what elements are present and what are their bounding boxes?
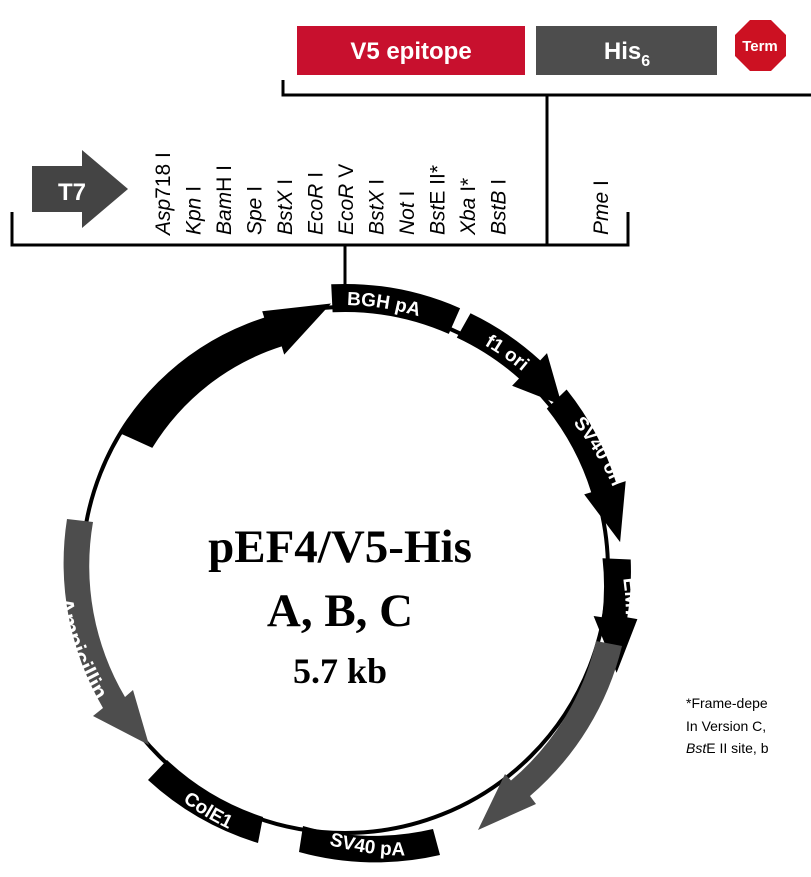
sv40-pa-block xyxy=(299,826,440,863)
restriction-enzyme-suffix: I xyxy=(366,179,389,191)
v5-epitope-box xyxy=(297,26,525,75)
plasmid-name: pEF4/V5-His xyxy=(208,521,472,573)
his6-box xyxy=(536,26,717,75)
restriction-site-label: Xba I* xyxy=(457,178,480,236)
restriction-site-label: BamH I xyxy=(213,165,236,235)
restriction-enzyme-suffix: V xyxy=(335,164,358,184)
t7-label: T7 xyxy=(58,179,86,206)
restriction-enzyme-suffix: I xyxy=(396,191,419,203)
tag-bracket-line xyxy=(281,80,811,97)
zeocin-resistance-arrow xyxy=(478,641,622,830)
ampicillin-resistance-arrow xyxy=(63,519,149,745)
restriction-site-label: Kpn I xyxy=(183,186,206,235)
mcs-bracket-line xyxy=(10,212,630,247)
c-terminal-tags: V5 epitope His6 Term xyxy=(281,20,811,244)
pef1a-promoter-arrow xyxy=(119,303,332,448)
f1-ori-arrow xyxy=(456,313,562,406)
t7-promoter-arrow xyxy=(32,150,128,228)
em7-promoter-arrow xyxy=(593,558,638,673)
restriction-enzyme-italic: Bst xyxy=(427,203,450,235)
pme-site-label: Pme I xyxy=(590,180,613,235)
restriction-site-label: EcoR I xyxy=(305,172,328,235)
restriction-enzyme-suffix: I xyxy=(244,186,267,198)
restriction-enzyme-suffix: E II* xyxy=(427,165,450,205)
footnote-line-3: BstE II site, b xyxy=(686,740,769,756)
restriction-enzyme-suffix: H I xyxy=(213,165,236,192)
plasmid-versions: A, B, C xyxy=(267,585,413,637)
restriction-enzyme-italic: BstB xyxy=(488,191,511,235)
restriction-enzyme-suffix: I xyxy=(274,179,297,191)
footnote-line-1: *Frame-depe xyxy=(686,695,768,711)
term-label: Term xyxy=(742,38,778,55)
his6-label: His6 xyxy=(604,38,650,70)
restriction-enzyme-suffix: I* xyxy=(457,178,480,198)
restriction-enzyme-italic: Kpn xyxy=(183,198,206,235)
footnote-line-2: In Version C, xyxy=(686,718,766,734)
restriction-enzyme-italic: EcoR xyxy=(305,184,328,235)
restriction-site-label: Not I xyxy=(396,191,419,235)
restriction-enzyme-italic: EcoR xyxy=(335,184,358,235)
cole1-origin-block xyxy=(148,760,263,843)
bgh-pa-block xyxy=(331,283,461,334)
restriction-enzyme-italic: BstX xyxy=(366,190,389,235)
sv40-ori-arrow xyxy=(546,389,626,543)
restriction-enzyme-italic: Spe xyxy=(244,198,267,235)
restriction-site-label: Spe I xyxy=(244,186,267,235)
restriction-site-label: BstE II* xyxy=(427,165,450,235)
restriction-enzyme-suffix: I xyxy=(488,179,511,191)
stop-sign-icon xyxy=(735,20,786,71)
restriction-enzyme-italic: Xba xyxy=(457,198,480,236)
restriction-site-label: BstX I xyxy=(366,179,389,235)
restriction-enzyme-italic: Not xyxy=(396,201,419,235)
plasmid-size: 5.7 kb xyxy=(293,651,387,691)
em7-label: EM7 xyxy=(618,576,643,619)
restriction-site-label: BstB I xyxy=(488,179,511,235)
restriction-site-label: BstX I xyxy=(274,179,297,235)
restriction-enzyme-suffix: I xyxy=(305,172,328,184)
restriction-enzyme-suffix: 718 I xyxy=(152,152,175,199)
restriction-site-label: Asp718 I xyxy=(152,152,175,237)
restriction-enzyme-italic: BstX xyxy=(274,190,297,235)
restriction-enzyme-italic: Asp xyxy=(152,199,175,237)
v5-epitope-label: V5 epitope xyxy=(350,38,471,65)
restriction-enzyme-italic: Bam xyxy=(213,192,236,235)
restriction-enzyme-suffix: I xyxy=(183,186,206,198)
restriction-site-label: EcoR V xyxy=(335,164,358,235)
